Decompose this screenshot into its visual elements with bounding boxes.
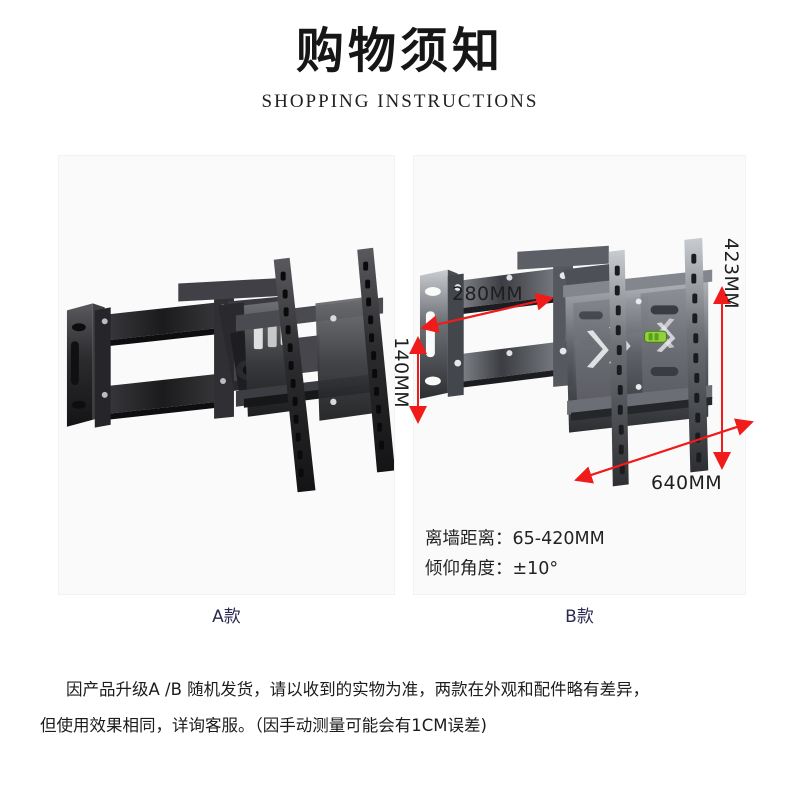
spec-tilt-angle: 倾仰角度：±10°: [425, 554, 605, 584]
page-subtitle: SHOPPING INSTRUCTIONS: [261, 90, 539, 112]
dimension-label-280mm: 280MM: [452, 283, 524, 305]
disclaimer-note: 因产品升级A /B 随机发货，请以收到的实物为准，两款在外观和配件略有差异， 但…: [40, 672, 770, 744]
spec-tilt-angle-value: ±10°: [512, 559, 559, 579]
disclaimer-line-2: 但使用效果相同，详询客服。（因手动测量可能会有1CM误差): [40, 716, 487, 735]
product-panel-a[interactable]: [58, 155, 395, 595]
page-title: 购物须知: [295, 25, 504, 78]
dimension-label-140mm: 140MM: [390, 337, 412, 409]
product-panels: [58, 155, 746, 595]
disclaimer-line-1: 因产品升级A /B 随机发货，请以收到的实物为准，两款在外观和配件略有差异，: [66, 680, 650, 699]
dimension-label-640mm: 640MM: [651, 472, 723, 494]
spec-wall-distance-value: 65-420MM: [512, 529, 605, 549]
dimension-label-423mm: 423MM: [720, 238, 742, 310]
panel-caption-a: A款: [212, 607, 241, 627]
specification-list: 离墙距离：65-420MM 倾仰角度：±10°: [425, 524, 605, 584]
bracket-illustration-a: [66, 247, 394, 493]
spec-tilt-angle-label: 倾仰角度：: [425, 559, 513, 579]
page-header: 购物须知 SHOPPING INSTRUCTIONS: [0, 24, 800, 113]
spec-wall-distance: 离墙距离：65-420MM: [425, 524, 605, 554]
panel-caption-b: B款: [565, 607, 594, 627]
product-panel-b[interactable]: [413, 155, 746, 595]
spec-wall-distance-label: 离墙距离：: [425, 529, 513, 549]
